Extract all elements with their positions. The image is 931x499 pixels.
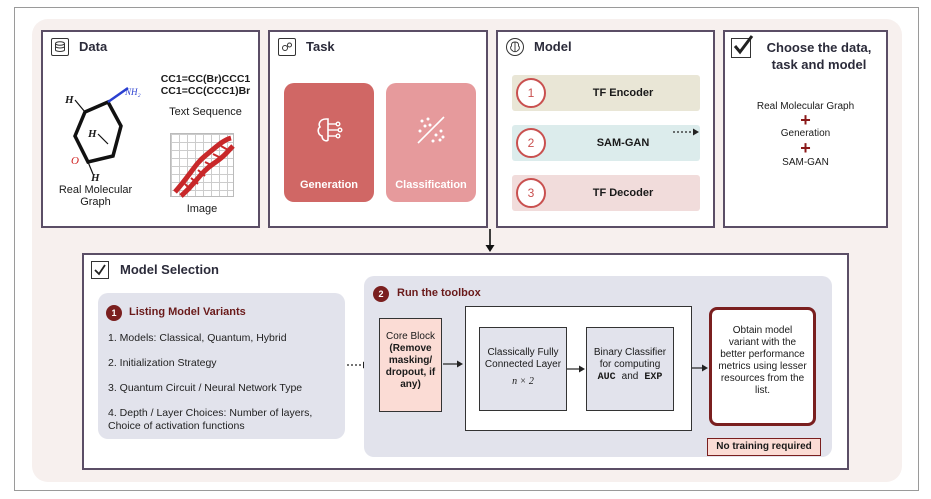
choose-panel: Choose the data, task and model Real Mol… bbox=[723, 30, 888, 228]
task-panel: Task Generation Classification bbox=[268, 30, 488, 228]
model-item-label: SAM-GAN bbox=[596, 137, 650, 149]
arrow-icon bbox=[567, 365, 585, 373]
molecule-structure-icon bbox=[73, 86, 129, 175]
classification-label: Classification bbox=[395, 179, 467, 191]
arrow-icon bbox=[692, 364, 708, 372]
brain-circuit-icon bbox=[317, 118, 343, 142]
brain-icon bbox=[506, 38, 524, 56]
plus-icon: + bbox=[800, 110, 811, 130]
model-item-decoder: 3 TF Decoder bbox=[512, 175, 700, 211]
classification-scatter-icon bbox=[417, 116, 445, 144]
model-item-label: TF Encoder bbox=[592, 87, 654, 99]
variant-item: 4. Depth / Layer Choices: Number of laye… bbox=[108, 407, 313, 432]
data-panel-title: Data bbox=[79, 39, 108, 54]
binary-metrics: AUC and EXP bbox=[587, 371, 673, 384]
smiles-block: CC1=CC(Br)CCC1 CC1=CC(CCC1)Br bbox=[153, 73, 258, 97]
processing-box: Classically Fully Connected Layer n × 2 … bbox=[465, 306, 692, 431]
result-text: Obtain model variant with the better per… bbox=[718, 325, 807, 396]
task-panel-title: Task bbox=[306, 39, 335, 54]
atom-label-h-bottom: H bbox=[91, 172, 100, 184]
atom-label-h-mid: H bbox=[88, 128, 97, 140]
no-training-badge: No training required bbox=[707, 438, 821, 456]
model-selection-title: Model Selection bbox=[120, 262, 219, 277]
fc-layer-block: Classically Fully Connected Layer n × 2 bbox=[479, 327, 567, 411]
atom-label-o: O bbox=[71, 155, 79, 167]
model-item-label: TF Decoder bbox=[592, 187, 654, 199]
atom-label-h-top: H bbox=[65, 94, 74, 106]
choose-title-line2: task and model bbox=[771, 57, 867, 72]
no-training-label: No training required bbox=[716, 441, 812, 452]
task-icon bbox=[278, 38, 296, 56]
checkbox-checked-icon bbox=[91, 261, 109, 279]
choose-line-generation: Generation bbox=[780, 128, 831, 139]
core-block: Core Block (Remove masking/ dropout, if … bbox=[379, 318, 442, 412]
binary-classifier-block: Binary Classifier for computing AUC and … bbox=[586, 327, 674, 411]
auc-metric: AUC bbox=[597, 372, 616, 383]
down-arrow-icon bbox=[485, 229, 495, 252]
smiles-line-1: CC1=CC(Br)CCC1 bbox=[160, 73, 251, 85]
model-item-samgan: 2 SAM-GAN bbox=[512, 125, 700, 161]
text-sequence-label: Text Sequence bbox=[169, 106, 242, 118]
dna-image bbox=[170, 133, 235, 198]
core-block-note: (Remove masking/ dropout, if any) bbox=[385, 343, 436, 390]
data-panel: Data H H H O NH₂ Real Molecular Graph CC… bbox=[41, 30, 260, 228]
graph-label: Real Molecular Graph bbox=[48, 184, 143, 208]
checkbox-icon bbox=[731, 35, 754, 58]
step-number-badge: 1 bbox=[106, 305, 122, 321]
choose-line-model: SAM-GAN bbox=[782, 157, 829, 168]
dna-icon bbox=[173, 135, 235, 198]
core-block-title: Core Block bbox=[386, 331, 435, 342]
listing-title: Listing Model Variants bbox=[129, 306, 246, 318]
generation-card: Generation bbox=[284, 83, 374, 202]
step-number-badge: 2 bbox=[373, 286, 389, 302]
and-text: and bbox=[621, 371, 639, 382]
result-block: Obtain model variant with the better per… bbox=[709, 307, 816, 426]
binary-classifier-label: Binary Classifier for computing bbox=[593, 347, 667, 370]
selection-arrow-icon bbox=[673, 128, 699, 136]
variant-item: 1. Models: Classical, Quantum, Hybrid bbox=[108, 332, 287, 344]
model-panel-title: Model bbox=[534, 39, 572, 54]
toolbox-panel: 2 Run the toolbox Core Block (Remove mas… bbox=[364, 276, 832, 457]
generation-label: Generation bbox=[299, 179, 359, 191]
model-item-number: 3 bbox=[516, 178, 546, 208]
fc-layer-dim: n × 2 bbox=[512, 376, 534, 387]
choose-title: Choose the data, task and model bbox=[753, 39, 885, 73]
model-item-number: 1 bbox=[516, 78, 546, 108]
listing-panel: 1 Listing Model Variants 1. Models: Clas… bbox=[98, 293, 345, 439]
image-label: Image bbox=[186, 203, 218, 215]
classification-card: Classification bbox=[386, 83, 476, 202]
choose-line-graph: Real Molecular Graph bbox=[756, 101, 855, 112]
model-selection-panel: Model Selection 1 Listing Model Variants… bbox=[82, 253, 849, 470]
model-item-number: 2 bbox=[516, 128, 546, 158]
plus-icon: + bbox=[800, 138, 811, 158]
arrow-icon bbox=[443, 360, 463, 368]
database-icon bbox=[51, 38, 69, 56]
atom-label-nh2: NH₂ bbox=[125, 87, 141, 97]
graph-label-line2: Graph bbox=[80, 196, 111, 208]
variant-item: 2. Initialization Strategy bbox=[108, 357, 217, 369]
exp-metric: EXP bbox=[644, 372, 663, 383]
toolbox-title: Run the toolbox bbox=[397, 287, 481, 299]
model-panel: Model 1 TF Encoder 2 SAM-GAN 3 TF Decode… bbox=[496, 30, 715, 228]
graph-label-line1: Real Molecular bbox=[58, 184, 133, 196]
choose-title-line1: Choose the data, bbox=[766, 40, 872, 55]
variant-item: 3. Quantum Circuit / Neural Network Type bbox=[108, 382, 303, 394]
model-item-encoder: 1 TF Encoder bbox=[512, 75, 700, 111]
choose-summary: Real Molecular Graph + Generation + SAM-… bbox=[725, 100, 886, 169]
fc-layer-label: Classically Fully Connected Layer bbox=[484, 347, 562, 370]
smiles-line-2: CC1=CC(CCC1)Br bbox=[160, 85, 251, 97]
